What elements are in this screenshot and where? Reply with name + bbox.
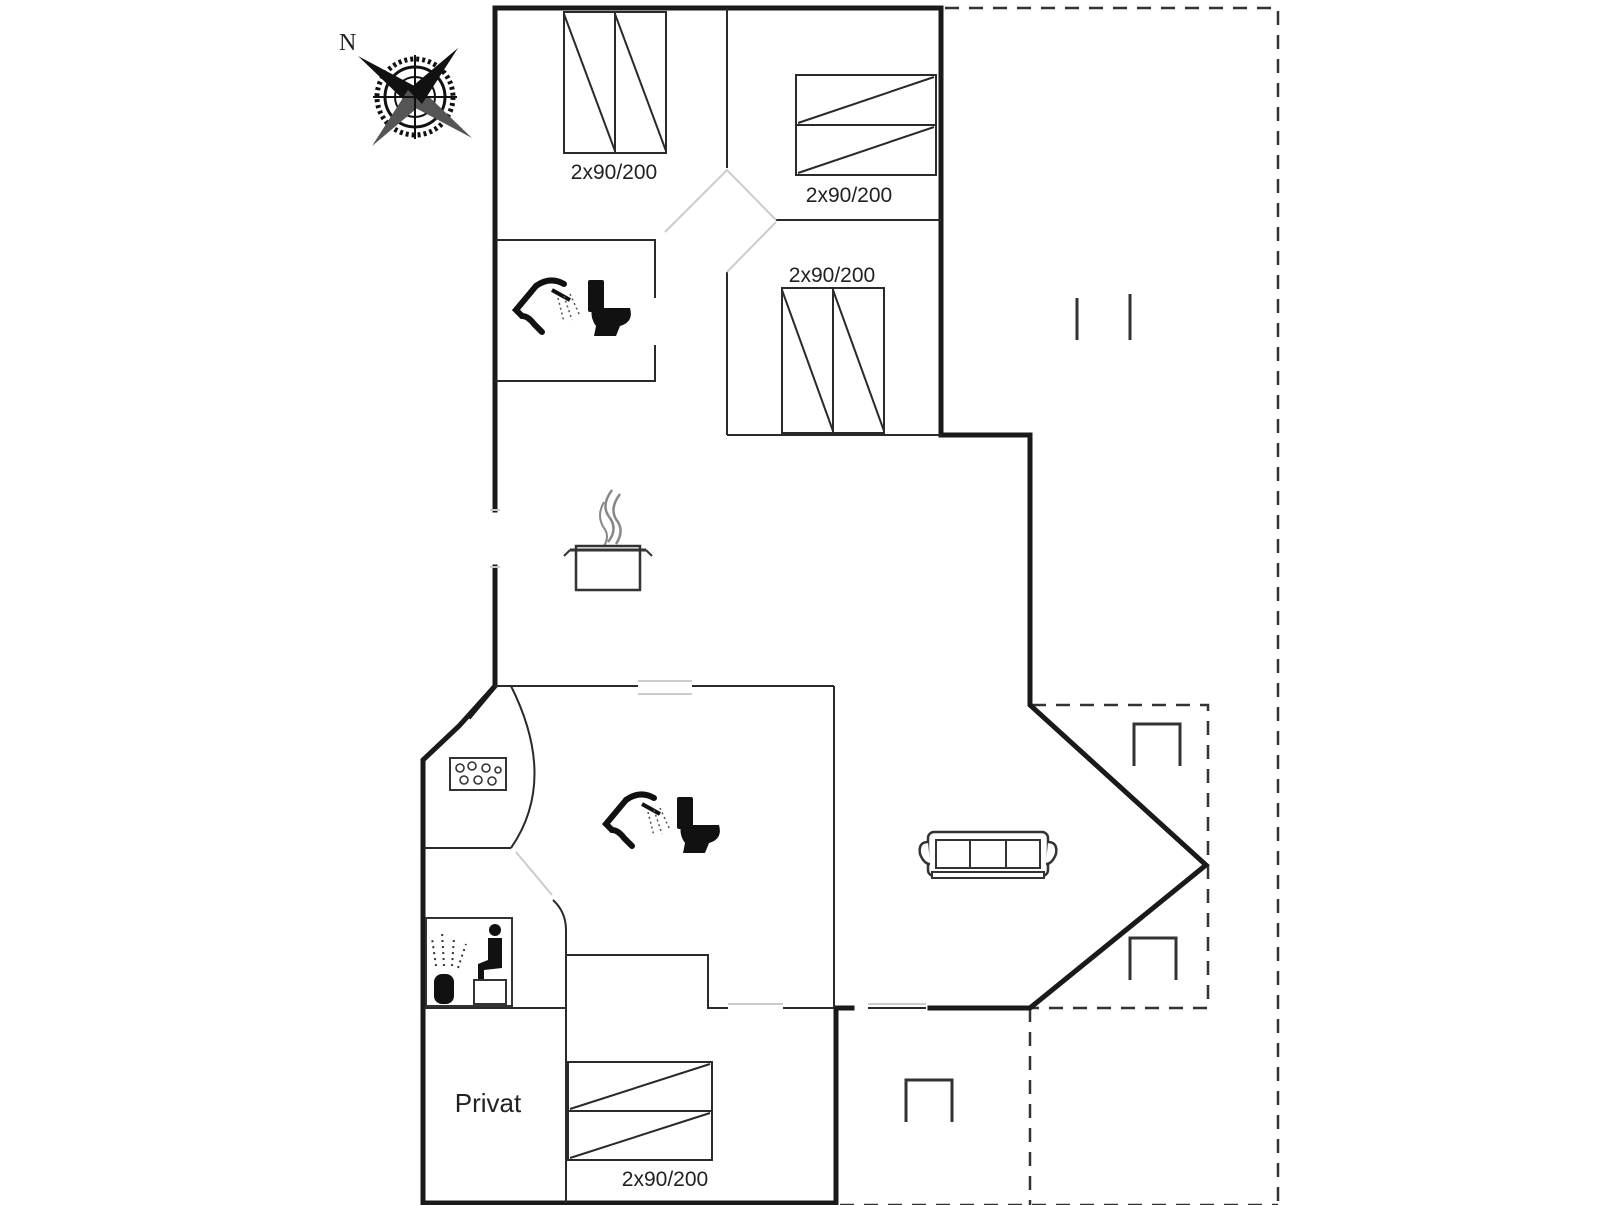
- bed-middle-right: 2x90/200: [781, 264, 885, 434]
- chair-icon: [904, 1078, 954, 1122]
- compass-north-label: N: [339, 30, 356, 56]
- compass-icon: N: [339, 30, 472, 146]
- bed-top-left: 2x90/200: [563, 11, 667, 184]
- chair-icon: [1075, 294, 1132, 340]
- bed-top-right: 2x90/200: [795, 74, 937, 207]
- bed-size-label: 2x90/200: [571, 161, 657, 184]
- terrace-outline: [840, 6, 1280, 1205]
- cooking-pot-icon: [563, 489, 653, 592]
- whirlpool-icon: [449, 757, 507, 791]
- shower-icon: [601, 791, 671, 849]
- door-swings: [490, 168, 926, 1005]
- chair-icon: [1132, 722, 1182, 766]
- sofa-icon: [918, 830, 1058, 879]
- chair-icon: [1128, 936, 1178, 980]
- toilet-icon: [588, 280, 631, 336]
- shower-icon: [511, 277, 581, 335]
- bed-size-label: 2x90/200: [806, 184, 892, 207]
- sauna-icon: [425, 917, 513, 1007]
- toilet-icon: [677, 797, 720, 853]
- bed-bottom: 2x90/200: [567, 1061, 713, 1191]
- interior-walls: [423, 8, 941, 1203]
- private-room-label: Privat: [455, 1088, 522, 1118]
- bed-size-label: 2x90/200: [789, 264, 875, 287]
- bed-size-label: 2x90/200: [622, 1168, 708, 1191]
